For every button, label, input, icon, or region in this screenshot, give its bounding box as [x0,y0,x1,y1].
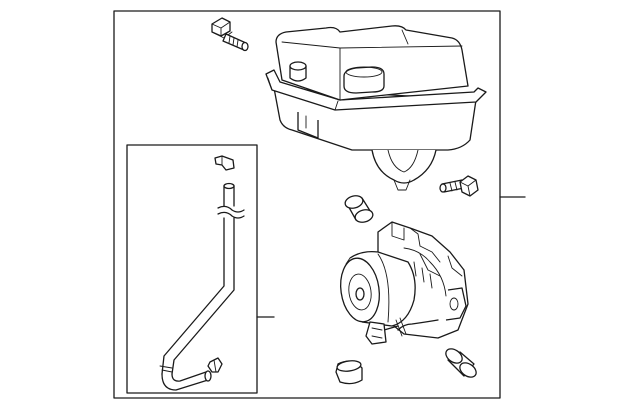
bolt-icon [439,175,479,197]
bolt-icon [211,17,249,52]
reservoir-tank-icon [265,25,487,191]
hose-subassembly-frame [126,144,258,394]
grommet-icon [445,348,477,378]
grommet-icon [344,195,374,223]
outer-frame [113,10,501,399]
hose-icon [159,155,245,391]
pump-motor-assembly-icon [340,221,469,345]
grommet-icon [335,360,363,385]
